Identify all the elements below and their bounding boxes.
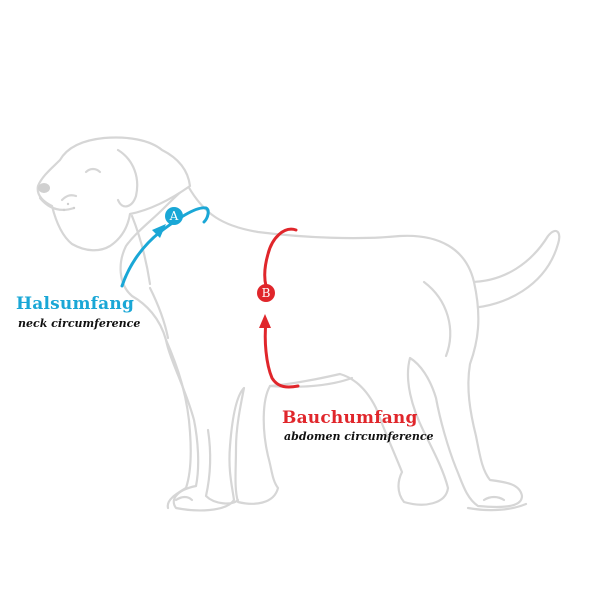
marker-b (257, 284, 275, 302)
abdomen-title: Bauchumfang (282, 408, 418, 428)
abdomen-subtitle: abdomen circumference (284, 430, 434, 443)
neck-measurement: A (120, 206, 210, 288)
abdomen-measurement: B (257, 227, 300, 389)
marker-a (165, 207, 183, 225)
neck-title: Halsumfang (16, 294, 135, 314)
neck-arrow-icon (152, 224, 166, 238)
abdomen-arrow-icon (259, 314, 271, 328)
dog-outline-icon (36, 136, 561, 512)
neck-subtitle: neck circumference (18, 317, 141, 330)
marker-b-label: B (262, 286, 271, 300)
marker-a-label: A (169, 209, 179, 223)
